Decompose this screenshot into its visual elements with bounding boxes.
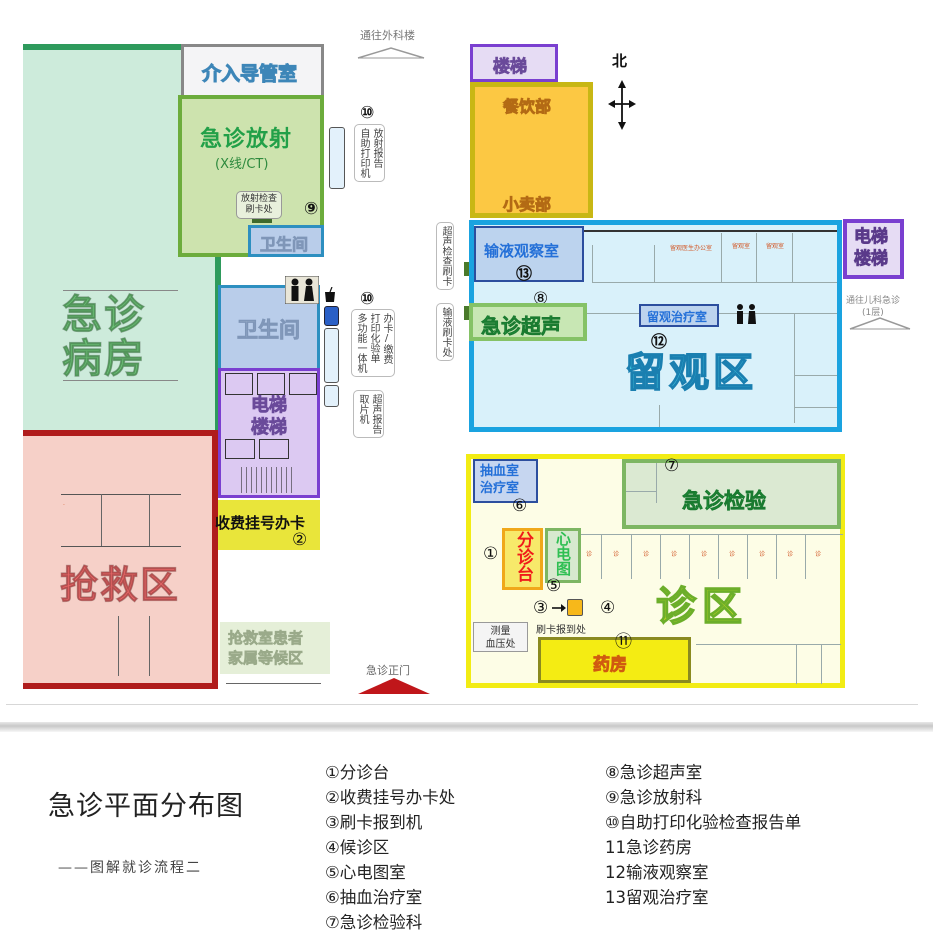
observation-treatment-number-12: ⑫ <box>651 332 668 351</box>
multi-function-kiosk[interactable] <box>324 328 339 383</box>
divider-shadow <box>0 722 933 732</box>
legend-item: ⑦急诊检验科 <box>325 913 423 932</box>
drink-cup-icon <box>325 287 335 302</box>
legend-item: ③刷卡报到机 <box>325 813 423 832</box>
infusion-card-reader[interactable] <box>464 306 469 320</box>
ultrasound-card-callout: 超声检查刷卡 <box>436 222 454 290</box>
compass-north-label: 北 <box>612 52 628 70</box>
radiology-card-reader[interactable] <box>252 219 272 223</box>
page-title: 急诊平面分布图 <box>48 791 244 822</box>
kiosk-number-10-radiology: ⑩ <box>360 103 375 123</box>
observation-area-label: 留观区 <box>624 349 757 397</box>
up-arrow-icon-pediatric <box>849 317 911 330</box>
zone-interventional-cath-lab[interactable]: 介入导管室 <box>181 44 324 97</box>
legend-item: ⑨急诊放射科 <box>605 788 703 807</box>
radiology-report-printer[interactable] <box>329 127 345 189</box>
clinic-area-label: 诊区 <box>655 583 748 631</box>
zone-emergency-lab[interactable]: 急诊检验 <box>622 459 841 529</box>
ultrasound-card-reader[interactable] <box>464 262 469 276</box>
waiting-area-number-4: ④ <box>600 598 616 618</box>
main-entrance-arrow-icon[interactable] <box>358 678 430 695</box>
stairs-graphic <box>241 467 293 493</box>
kiosk-number-10-multifunction: ⑩ <box>360 289 375 309</box>
zone-infusion-observation-room[interactable]: 输液观察室 ⑬ <box>474 226 584 283</box>
checkin-label: 刷卡报到处 <box>536 625 586 636</box>
pediatric-floor-label: (1层) <box>862 308 884 318</box>
zone-elevator-stairs-left[interactable]: 电梯 楼梯 <box>218 368 320 498</box>
pediatric-direction-label: 通往儿科急诊 <box>846 296 901 306</box>
surgical-building-direction-label: 通往外科楼 <box>360 29 415 42</box>
legend-column-2: ⑧急诊超声室 ⑨急诊放射科 ⑩自助打印化验检查报告单 11急诊药房 12输液观察… <box>605 760 801 910</box>
legend-item: ④候诊区 <box>325 838 390 857</box>
zone-blood-draw-treatment-room[interactable]: 抽血室 治疗室 <box>473 459 538 503</box>
legend-item: ①分诊台 <box>325 763 390 782</box>
zone-triage-desk[interactable]: 分诊台 <box>502 528 543 590</box>
radiology-number-9: ⑨ <box>304 199 319 219</box>
restroom-people-icon-right <box>737 304 756 324</box>
legend-item: 11急诊药房 <box>605 838 692 857</box>
zone-canteen-shop[interactable]: 餐饮部 小卖部 <box>470 82 593 218</box>
ward-label: 急诊 病房 <box>62 292 146 382</box>
legend-item: ②收费挂号办卡处 <box>325 788 456 807</box>
legend-item: 12输液观察室 <box>605 863 709 882</box>
legend-item: ⑤心电图室 <box>325 863 406 882</box>
infusion-room-number-13: ⑬ <box>516 264 533 283</box>
zone-blood-pressure-station[interactable]: 测量 血压处 <box>473 622 528 652</box>
zone-emergency-ultrasound[interactable]: 急诊超声 <box>469 303 587 341</box>
multi-function-kiosk-card-slot[interactable] <box>324 306 339 326</box>
ecg-number-5: ⑤ <box>546 576 562 596</box>
registration-number-2: ② <box>292 530 308 550</box>
zone-elevator-stairs-right[interactable]: 电梯 楼梯 <box>843 219 904 279</box>
arrow-right-icon <box>552 604 566 612</box>
legend-item: 13留观治疗室 <box>605 888 709 907</box>
zone-restroom-small[interactable]: 卫生间 <box>248 225 324 257</box>
zone-stairs-top[interactable]: 楼梯 <box>470 44 558 82</box>
rescue-area-label: 抢救区 <box>59 563 181 608</box>
radiology-printer-callout: 自助打印机 放射报告 <box>354 124 385 182</box>
pharmacy-number-11: ⑪ <box>615 632 632 652</box>
lab-number-7: ⑦ <box>664 456 680 476</box>
blood-draw-number-6: ⑥ <box>512 496 528 516</box>
main-entrance-label: 急诊正门 <box>366 664 410 677</box>
triage-number-1: ① <box>483 544 499 564</box>
infusion-card-callout: 输液刷卡处 <box>436 303 454 361</box>
zone-pharmacy[interactable]: 药房 <box>538 637 691 683</box>
zone-rescue-area[interactable]: · <box>23 430 218 689</box>
checkin-card-machine[interactable] <box>567 599 583 616</box>
up-arrow-icon <box>357 47 425 59</box>
checkin-number-3: ③ <box>533 598 549 618</box>
zone-observation-treatment-room[interactable]: 留观治疗室 <box>639 304 719 327</box>
zone-rescue-family-waiting[interactable]: 抢救室患者 家属等候区 <box>220 622 330 674</box>
floor-plan-map: 通往外科楼 急诊 病房 · 抢救区 抢救室患者 家属等候区 介入导管室 急诊放 <box>6 29 918 705</box>
film-pickup-machine[interactable] <box>324 385 339 407</box>
legend-item: ⑥抽血治疗室 <box>325 888 423 907</box>
film-pickup-callout: 取片机 超声报告 <box>353 390 384 438</box>
restroom-people-icon <box>285 276 319 304</box>
compass-arrows-icon <box>608 80 636 130</box>
legend-column-1: ①分诊台 ②收费挂号办卡处 ③刷卡报到机 ④候诊区 ⑤心电图室 ⑥抽血治疗室 ⑦… <box>325 760 455 935</box>
multifunction-kiosk-callout: 多功能一体机 打印化验单 办卡/缴费 <box>351 309 395 377</box>
legend-item: ⑩自助打印化验检查报告单 <box>605 813 802 832</box>
zone-ecg-room[interactable]: 心电图 <box>545 528 581 583</box>
page-subtitle: ——图解就诊流程二 <box>58 860 202 876</box>
legend-item: ⑧急诊超声室 <box>605 763 703 782</box>
zone-registration-payment[interactable]: 收费挂号办卡 ② <box>215 500 320 550</box>
radiology-card-point-label: 放射检查 刷卡处 <box>236 191 283 219</box>
